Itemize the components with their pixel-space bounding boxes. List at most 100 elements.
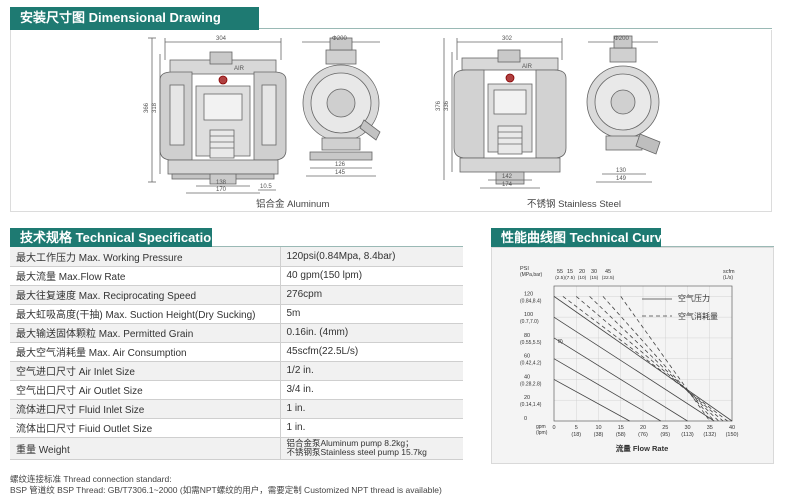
spec-label: 最大流量 Max.Flow Rate: [10, 266, 281, 286]
curve-chart: 120(0.84,8.4)100(0.7,7.0)80(0.55,5.5)60(…: [520, 266, 739, 453]
top-scale-sub-label: (2.5): [555, 275, 565, 281]
curve-title: 性能曲线图 Technical Curve: [491, 228, 669, 248]
spec-label: 最大工作压力 Max. Working Pressure: [10, 247, 281, 267]
ss-h1: 376: [436, 100, 442, 111]
plot-frame: [553, 285, 733, 422]
curve-panel: 120(0.84,8.4)100(0.7,7.0)80(0.55,5.5)60(…: [491, 247, 774, 464]
spec-value: 0.16in. (4mm): [280, 323, 463, 343]
dimensional-rule: [259, 28, 772, 29]
top-scale-sub-label: (22.5): [602, 275, 615, 281]
ss-b1: 142: [502, 174, 513, 180]
top-scale-label: 30: [591, 269, 597, 275]
x-tick-label: 20: [640, 425, 646, 431]
aluminum-front-view: [148, 37, 287, 194]
weight-line-2: 不锈钢泵Stainless steel pump 15.7kg: [286, 447, 427, 457]
x-tick-sub-label: (132): [703, 432, 716, 438]
spec-label: 流体出口尺寸 Fiuid Outlet Size: [10, 418, 281, 438]
aluminum-caption: 铝合金 Aluminum: [256, 199, 330, 210]
alu-h2: 318: [152, 102, 158, 113]
stainless-side-view: [586, 35, 661, 183]
x-tick-label: 5: [575, 425, 578, 431]
y-tick-label: 40: [524, 374, 530, 380]
spec-value: 276cpm: [280, 285, 463, 305]
top-scale-label: 15: [567, 269, 573, 275]
x-tick-sub-label: (95): [660, 432, 670, 438]
x-tick-label: 10: [595, 425, 601, 431]
alu-b1: 138: [216, 180, 227, 186]
x-tick-label: 25: [662, 425, 668, 431]
x-tick-sub-label: (38): [594, 432, 604, 438]
dimensional-title: 安装尺寸图 Dimensional Drawing: [10, 7, 259, 30]
spec-label: 流体进口尺寸 Fluid Inlet Size: [10, 399, 281, 419]
consumption-line: [589, 296, 719, 422]
spec-value: 5m: [280, 304, 463, 324]
y-tick-sub-label: (0.55,5.5): [520, 340, 542, 346]
weight-line-1: 铝合金泵Aluminum pump 8.2kg；: [286, 438, 414, 448]
spec-label: 最大往复速度 Max. Reciprocating Speed: [10, 285, 281, 305]
alu-b3: 10.5: [260, 184, 272, 190]
y-tick-label: 20: [524, 395, 530, 401]
x-tick-sub-label: (150): [726, 432, 739, 438]
x-tick-sub-label: (76): [638, 432, 648, 438]
y-tick-sub-label: (0.7,7.0): [520, 319, 539, 325]
alu-s2: 145: [335, 170, 346, 176]
x-tick-label: 0: [552, 425, 555, 431]
pressure-line: [553, 296, 733, 422]
ss-s1: 130: [616, 168, 627, 174]
alu-h1: 366: [144, 102, 150, 113]
pressure-line: [553, 337, 688, 422]
y-tick-sub-label: (0.14,1.4): [520, 402, 542, 408]
ss-h2: 336: [444, 100, 450, 111]
x-tick-label: 30: [684, 425, 690, 431]
spec-label: 最大虹吸高度(干抽) Max. Suction Height(Dry Sucki…: [10, 304, 281, 324]
top-scale-label: 20: [579, 269, 585, 275]
spec-label-weight: 重量 Weight: [10, 437, 281, 460]
x-tick-sub-label: (58): [616, 432, 626, 438]
spec-value: 40 gpm(150 lpm): [280, 266, 463, 286]
spec-value: 45scfm(22.5L/s): [280, 342, 463, 362]
y-tick-label: 0: [524, 416, 527, 422]
thread-notes: 螺纹连接标准 Thread connection standard: BSP 管…: [10, 474, 442, 496]
x-unit-sub-label: (lpm): [536, 430, 548, 436]
x-tick-label: 35: [707, 425, 713, 431]
alu-diam: Φ200: [332, 36, 347, 42]
ss-width-top: 302: [502, 36, 513, 42]
legend-solid-label: 空气压力: [678, 293, 710, 303]
top-unit-label: scfm: [723, 269, 735, 275]
left-mark-label: 8): [558, 339, 563, 345]
top-unit-sub-label: (L/s): [723, 275, 733, 281]
spec-value-weight: 铝合金泵Aluminum pump 8.2kg； 不锈钢泵Stainless s…: [280, 437, 463, 460]
top-scale-label: 45: [605, 269, 611, 275]
spec-label: 最大输送固体颗粒 Max. Permitted Grain: [10, 323, 281, 343]
alu-s1: 126: [335, 162, 346, 168]
aluminum-side-view: [302, 37, 381, 177]
spec-row: 最大虹吸高度(干抽) Max. Suction Height(Dry Sucki…: [10, 304, 463, 324]
spec-value: 3/4 in.: [280, 380, 463, 400]
y-tick-label: 80: [524, 333, 530, 339]
spec-value: 1/2 in.: [280, 361, 463, 381]
spec-value: 1 in.: [280, 399, 463, 419]
y-tick-sub-label: (0.28,2.8): [520, 381, 542, 387]
y-tick-sub-label: (0.42,4.2): [520, 361, 542, 367]
spec-row-weight: 重量 Weight 铝合金泵Aluminum pump 8.2kg； 不锈钢泵S…: [10, 437, 463, 460]
spec-label: 空气出口尺寸 Air Outlet Size: [10, 380, 281, 400]
notes-line-1: 螺纹连接标准 Thread connection standard:: [10, 474, 172, 484]
ss-b2: 174: [502, 182, 513, 188]
top-scale-label: 55: [557, 269, 563, 275]
x-axis-title: 流量 Flow Rate: [616, 443, 669, 453]
stainless-front-view: [443, 38, 567, 189]
top-scale-sub-label: (15): [590, 275, 599, 281]
x-tick-sub-label: (113): [681, 432, 694, 438]
pressure-line: [553, 358, 662, 422]
y-tick-label: 120: [524, 291, 533, 297]
alu-air-label: AIR: [234, 66, 245, 72]
